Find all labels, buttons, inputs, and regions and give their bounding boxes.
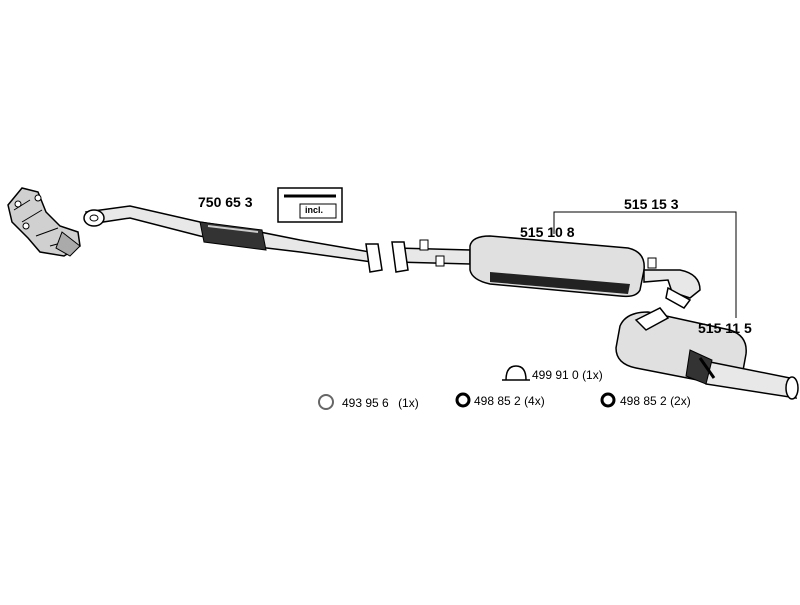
- mounting-kit-box[interactable]: [277, 187, 343, 223]
- rubber-ring-icon: [455, 392, 471, 408]
- label-system-group: 515 15 3: [624, 196, 679, 212]
- accessory-part-number: 498 85 2 (4x): [474, 394, 545, 408]
- accessory-part-number: 498 85 2 (2x): [620, 394, 691, 408]
- label-center-silencer: 515 10 8: [520, 224, 575, 240]
- label-front-pipe: 750 65 3: [198, 194, 253, 210]
- label-rear-silencer: 515 11 5: [698, 320, 752, 336]
- accessory-part-number: 499 91 0 (1x): [532, 368, 603, 382]
- rear-silencer[interactable]: [615, 307, 799, 400]
- accessory-qty: (1x): [582, 368, 603, 382]
- accessory-part: 498 85 2: [474, 394, 521, 408]
- accessory-qty: (4x): [524, 394, 545, 408]
- label-kit-incl: incl.: [305, 205, 324, 215]
- accessory-part: 493 95 6: [342, 396, 389, 410]
- accessory-qty: (1x): [398, 396, 419, 410]
- ring-gasket-icon: [318, 394, 334, 410]
- accessory-part: 499 91 0: [532, 368, 579, 382]
- center-silencer[interactable]: [469, 235, 701, 309]
- clamp-icon: [502, 365, 530, 381]
- accessory-qty: (2x): [670, 394, 691, 408]
- intermediate-pipe[interactable]: [391, 239, 471, 273]
- accessory-part: 498 85 2: [620, 394, 667, 408]
- group-bracket: [553, 211, 737, 318]
- rubber-ring-icon: [600, 392, 616, 408]
- front-pipe[interactable]: [83, 205, 383, 273]
- manifold-downpipe[interactable]: [7, 187, 81, 257]
- accessory-part-number: 493 95 6 (1x): [342, 396, 419, 410]
